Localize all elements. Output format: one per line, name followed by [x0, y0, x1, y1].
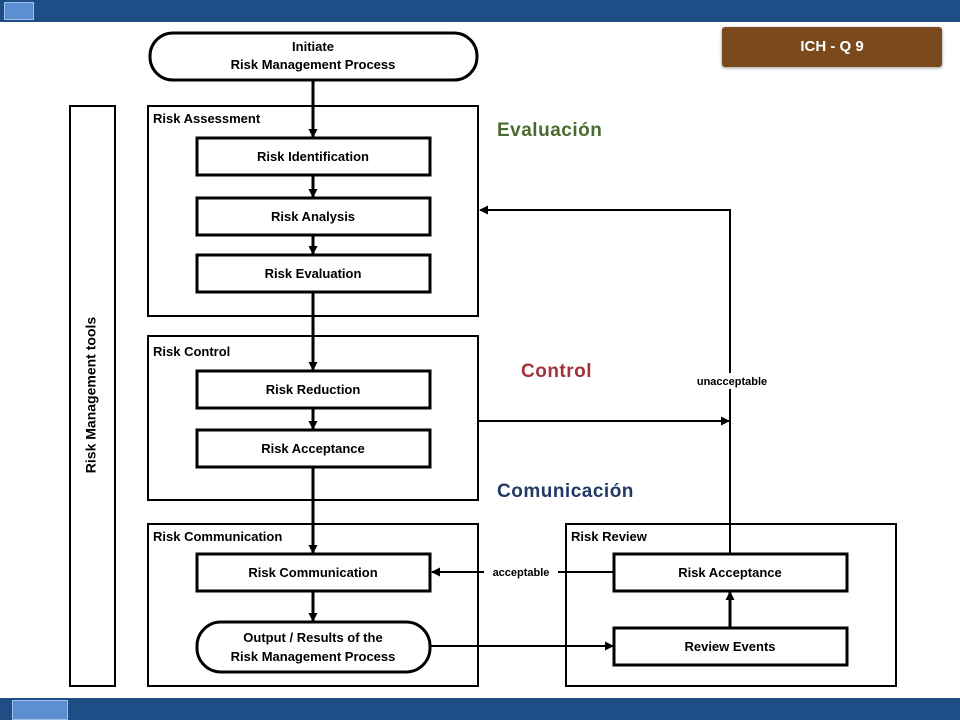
risk-management-tools-label: Risk Management tools: [83, 317, 99, 474]
ich-q9-badge: ICH - Q 9: [722, 27, 942, 67]
risk-communication-label: Risk Communication: [248, 565, 377, 580]
review-risk-acceptance-box: [612, 552, 849, 593]
unacceptable-label: unacceptable: [697, 376, 767, 388]
risk-assessment-title: Risk Assessment: [153, 111, 261, 126]
review-events-box: [612, 626, 849, 667]
risk-acceptance-box: [195, 428, 432, 469]
initiate-label-line1: Initiate: [292, 39, 334, 54]
slide-top-bar: [0, 0, 960, 22]
risk-review-title: Risk Review: [571, 529, 648, 544]
review-risk-acceptance-label: Risk Acceptance: [678, 565, 782, 580]
acceptable-label: acceptable: [493, 567, 550, 579]
output-label-line2: Risk Management Process: [231, 649, 396, 664]
control-label: Control: [521, 361, 593, 382]
initiate-label-line2: Risk Management Process: [231, 57, 396, 72]
risk-communication-box: [195, 552, 432, 593]
risk-identification-label: Risk Identification: [257, 149, 369, 164]
risk-communication-title: Risk Communication: [153, 529, 282, 544]
slide-bottom-square: [12, 700, 68, 720]
slide-bottom-bar: [0, 698, 960, 720]
acceptable-label-bg: [484, 564, 558, 580]
risk-acceptance-label: Risk Acceptance: [261, 441, 365, 456]
review-events-label: Review Events: [684, 639, 775, 654]
risk-analysis-label: Risk Analysis: [271, 209, 355, 224]
risk-control-title: Risk Control: [153, 344, 230, 359]
risk-reduction-label: Risk Reduction: [266, 382, 361, 397]
slide-top-square: [4, 2, 34, 20]
unacceptable-label-bg: [689, 373, 775, 389]
output-label-line1: Output / Results of the: [243, 630, 382, 645]
comunicacion-label: Comunicación: [497, 481, 634, 502]
risk-evaluation-label: Risk Evaluation: [265, 266, 362, 281]
arrow-unacceptable-loop: [479, 205, 731, 554]
evaluacion-label: Evaluación: [497, 120, 603, 141]
risk-management-tools-box: [69, 105, 116, 687]
